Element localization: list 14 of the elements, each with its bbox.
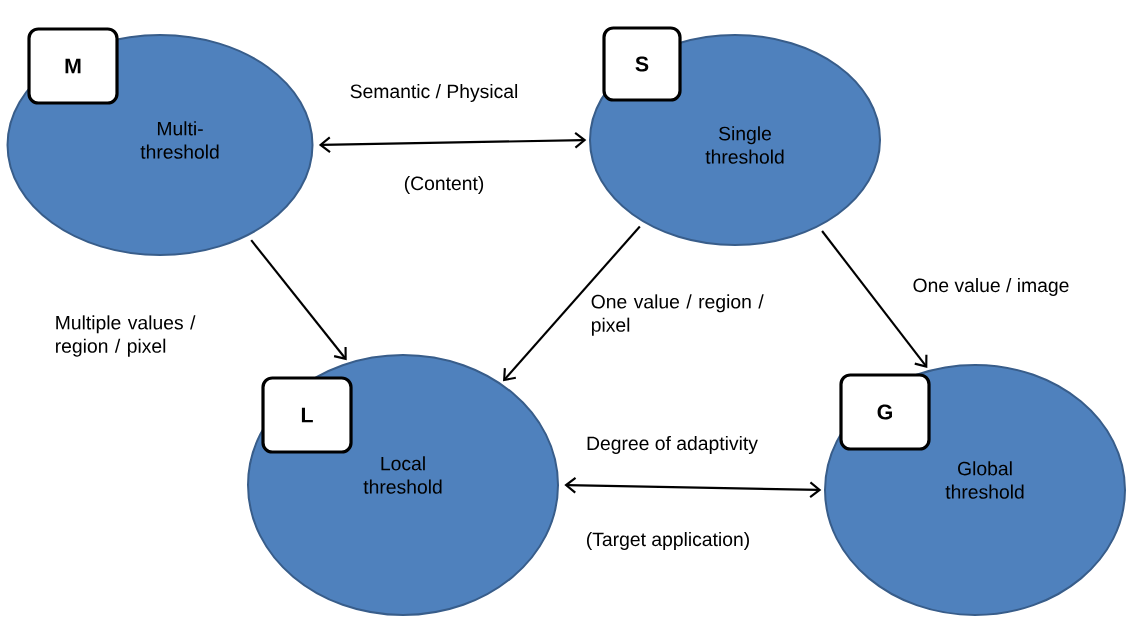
arrow [564, 477, 822, 498]
edge-note: (Target application) [587, 532, 749, 550]
letter-box: M [27, 27, 119, 105]
arrow [318, 132, 587, 153]
edge-note: (Content) [404, 176, 484, 194]
letter-box: S [602, 26, 682, 102]
edge-label: One value / region / pixel [591, 294, 764, 336]
edge-label: Semantic / Physical [350, 84, 518, 102]
arrow [250, 239, 347, 361]
edge-label: Multiple values / region / pixel [56, 315, 196, 357]
arrow [503, 225, 641, 382]
arrow [821, 230, 928, 368]
edge-label: One value / image [913, 278, 1069, 296]
edge-label: Degree of adaptivity [587, 436, 758, 454]
